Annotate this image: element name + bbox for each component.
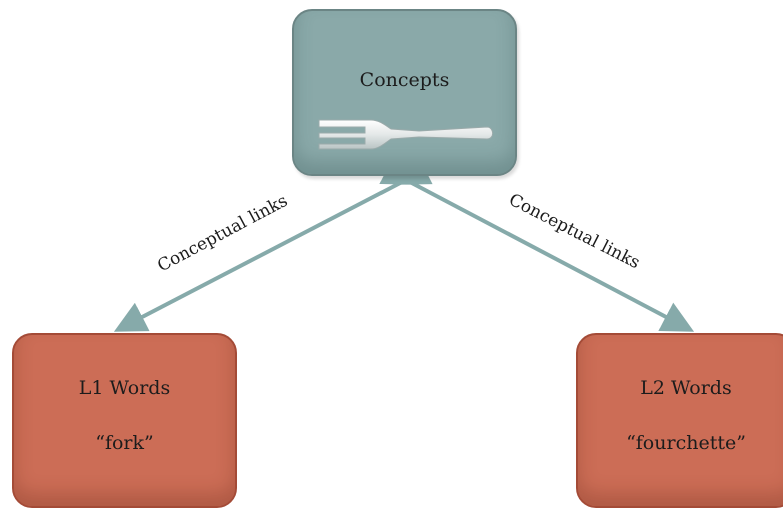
concepts-node: Concepts xyxy=(292,9,517,176)
fork-icon xyxy=(318,119,494,150)
l2-words-node: L2 Words “fourchette” xyxy=(576,333,783,508)
left-link-label: Conceptual links xyxy=(154,191,291,276)
right-link-label: Conceptual links xyxy=(505,190,643,273)
l1-word: “fork” xyxy=(95,432,154,454)
l1-words-node: L1 Words “fork” xyxy=(12,333,237,508)
concepts-title: Concepts xyxy=(359,69,450,91)
l2-title: L2 Words xyxy=(640,377,732,399)
right-link-arrow xyxy=(379,155,695,332)
l1-title: L1 Words xyxy=(78,377,171,399)
left-link-arrow xyxy=(113,155,433,332)
l2-word: “fourchette” xyxy=(626,432,746,454)
